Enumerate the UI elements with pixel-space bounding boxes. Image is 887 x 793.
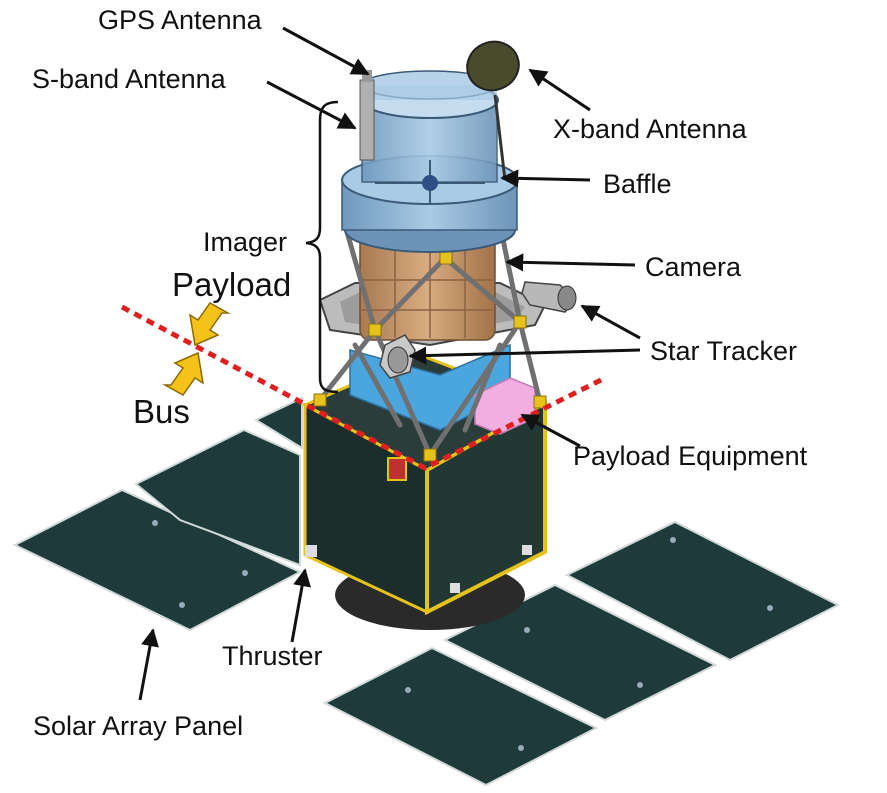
truss-struts	[317, 222, 543, 458]
baffle	[341, 70, 519, 253]
solar-array-panel-arrow	[138, 628, 159, 701]
gps-antenna-label: GPS Antenna	[98, 5, 263, 35]
payload-equipment-arrow	[520, 413, 581, 448]
payload-arrow-shape	[188, 302, 231, 347]
star-tracker-arrow-upper	[580, 304, 641, 340]
gps-antenna-arrow	[282, 26, 370, 76]
thruster-label: Thruster	[222, 641, 323, 671]
truss-joints	[313, 251, 547, 462]
star-tracker-label: Star Tracker	[650, 336, 797, 366]
solar-panel-right-back	[564, 520, 841, 662]
payload-label: Payload	[172, 266, 291, 303]
star-tracker-arrow-lower	[408, 346, 641, 365]
bus-arrow-shape	[162, 351, 205, 396]
solar-panel-left-mid	[134, 428, 301, 567]
baffle-arrow	[500, 169, 591, 188]
x-band-antenna-arrow	[528, 68, 591, 112]
solar-panel-right-front	[322, 646, 599, 787]
callout-labels: GPS Antenna S-band Antenna X-band Antenn…	[32, 5, 808, 741]
payload-equipment-label: Payload Equipment	[573, 441, 808, 471]
solar-array-panel-label: Solar Array Panel	[33, 711, 243, 741]
camera-arrow	[505, 253, 636, 272]
x-band-antenna-dish	[466, 40, 520, 181]
baffle-label: Baffle	[603, 169, 672, 199]
payload-bus-separator	[120, 304, 607, 471]
star-tracker	[379, 281, 577, 379]
solar-panel-left-back	[253, 396, 303, 450]
solar-array-panels	[12, 396, 841, 787]
thruster-arrow	[290, 568, 311, 643]
imager-brace	[305, 100, 339, 394]
leader-arrows	[138, 26, 641, 701]
camera-label: Camera	[645, 252, 742, 282]
x-band-antenna-label: X-band Antenna	[553, 114, 748, 144]
imager-label: Imager	[203, 227, 287, 257]
interface-arrows	[162, 302, 231, 396]
s-band-antenna-arrow	[266, 80, 357, 130]
s-band-antenna-label: S-band Antenna	[32, 64, 227, 94]
bus-label: Bus	[133, 393, 190, 430]
